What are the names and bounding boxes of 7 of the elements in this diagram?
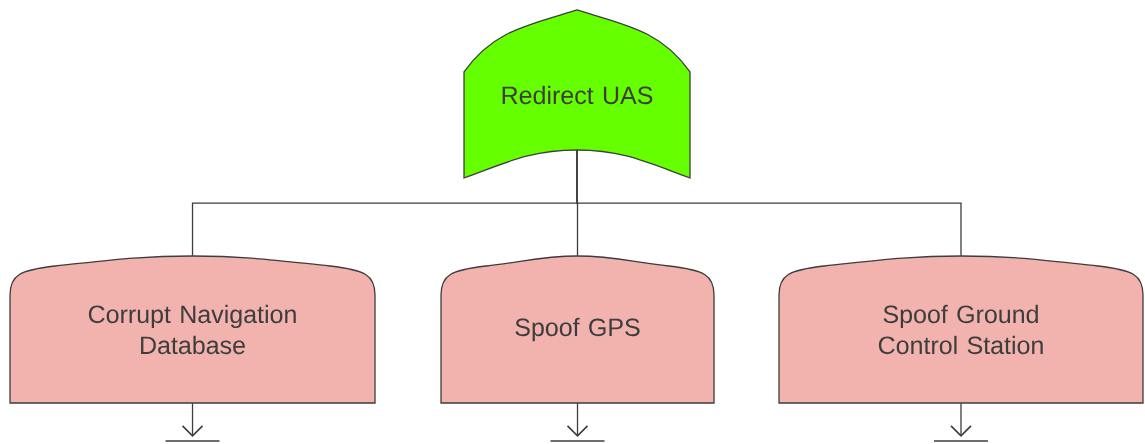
arrow <box>566 402 589 437</box>
attack-box: Spoof GPS <box>440 255 715 404</box>
arrow <box>950 402 972 437</box>
attack-box: Corrupt Navigation Database <box>9 255 376 404</box>
connector <box>576 149 962 257</box>
arrow <box>181 402 204 437</box>
attack-box: Spoof Ground Control Station <box>778 255 1144 404</box>
